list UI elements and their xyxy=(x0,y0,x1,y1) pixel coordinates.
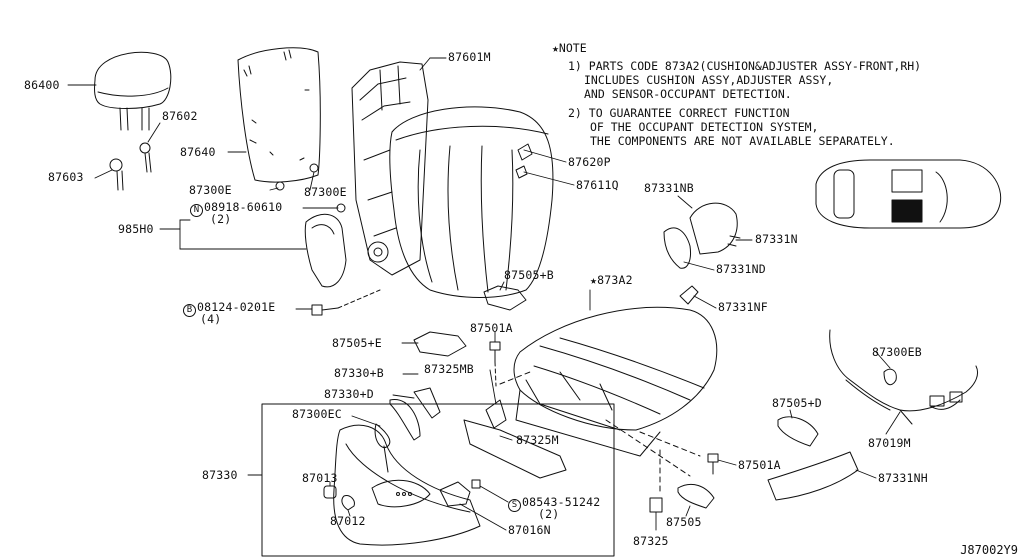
n-circle-icon: N xyxy=(190,204,203,217)
part-label-87601m: 87601M xyxy=(448,50,491,64)
finisher-87331nh xyxy=(767,451,859,501)
side-shield xyxy=(333,424,481,546)
part-label-87505b: 87505+B xyxy=(504,268,554,282)
strap-87300ec xyxy=(374,423,391,473)
bracket-87505b xyxy=(483,285,527,311)
switch-87016n xyxy=(439,481,471,507)
part-label-87501a-a: 87501A xyxy=(470,321,513,335)
seat-cushion xyxy=(513,306,718,457)
part-label-87325mb: 87325MB xyxy=(424,362,474,376)
note-line-4: 2) TO GUARANTEE CORRECT FUNCTION xyxy=(568,106,790,120)
qty-label-2b: (2) xyxy=(538,507,560,521)
car-position-icon xyxy=(815,159,1002,229)
part-number-08124: 08124-0201E xyxy=(197,300,276,314)
part-label-87325: 87325 xyxy=(633,534,669,548)
b-circle-icon: B xyxy=(183,304,196,317)
note-line-2: INCLUDES CUSHION ASSY,ADJUSTER ASSY, xyxy=(584,73,834,87)
part-label-87330d: 87330+D xyxy=(324,387,374,401)
part-label-87300eb: 87300EB xyxy=(872,345,922,359)
part-label-87640: 87640 xyxy=(180,145,216,159)
note-line-3: AND SENSOR-OCCUPANT DETECTION. xyxy=(584,87,792,101)
qty-label-2a: (2) xyxy=(210,212,232,226)
part-label-87331n: 87331N xyxy=(755,232,798,246)
part-label-87019m: 87019M xyxy=(868,436,911,450)
clip-87325 xyxy=(649,497,663,513)
headrest-guides xyxy=(109,142,152,191)
part-label-87300ec: 87300EC xyxy=(292,407,342,421)
part-label-87300e-a: 87300E xyxy=(189,183,232,197)
part-label-87013: 87013 xyxy=(302,471,338,485)
cover-87325m xyxy=(463,419,567,479)
back-board xyxy=(237,47,321,183)
part-label-87325m: 87325M xyxy=(516,433,559,447)
part-label-87620p: 87620P xyxy=(568,155,611,169)
trim-87330d xyxy=(389,399,421,441)
bracket-87505e xyxy=(413,331,467,357)
part-label-87611q: 87611Q xyxy=(576,178,619,192)
cover-87331nf xyxy=(679,285,699,305)
assembly-lines xyxy=(499,371,701,495)
part-label-87331nh: 87331NH xyxy=(878,471,928,485)
side-shield-box xyxy=(261,403,615,557)
bolt xyxy=(311,289,381,316)
wire-harness xyxy=(829,329,979,425)
cover-87325mb xyxy=(485,399,507,429)
part-label-87602: 87602 xyxy=(162,109,198,123)
bracket-87505d xyxy=(777,416,819,447)
part-label-87331nb: 87331NB xyxy=(644,181,694,195)
part-label-87330b: 87330+B xyxy=(334,366,384,380)
note-line-6: THE COMPONENTS ARE NOT AVAILABLE SEPARAT… xyxy=(590,134,895,148)
part-label-87330: 87330 xyxy=(202,468,238,482)
qty-label-4: (4) xyxy=(200,312,222,326)
seat-back xyxy=(351,61,554,298)
leader-lines xyxy=(67,57,901,531)
part-label-873a2: ★873A2 xyxy=(590,273,633,287)
knob-87012 xyxy=(341,495,355,511)
part-number-08918: 08918-60610 xyxy=(204,200,283,214)
headrest xyxy=(94,51,172,131)
note-line-5: OF THE OCCUPANT DETECTION SYSTEM, xyxy=(590,120,819,134)
part-label-87505e: 87505+E xyxy=(332,336,382,350)
part-label-87012: 87012 xyxy=(330,514,366,528)
bolt-87501a-lower xyxy=(707,453,719,475)
side-airbag-panel xyxy=(304,213,347,288)
part-label-87501a-b: 87501A xyxy=(738,458,781,472)
part-label-87300e-b: 87300E xyxy=(304,185,347,199)
part-label-86400: 86400 xyxy=(24,78,60,92)
screw-08543 xyxy=(471,479,481,489)
part-label-985h0: 985H0 xyxy=(118,222,154,236)
bracket-87505 xyxy=(677,483,715,509)
s-circle-icon: S xyxy=(508,499,521,512)
part-label-87603: 87603 xyxy=(48,170,84,184)
recliner-cover xyxy=(663,202,741,269)
part-label-87505d: 87505+D xyxy=(772,396,822,410)
note-title: ★NOTE xyxy=(552,41,587,55)
part-number-08543: 08543-51242 xyxy=(522,495,601,509)
diagram-code: J87002Y9 xyxy=(960,543,1018,557)
part-label-87331nf: 87331NF xyxy=(718,300,768,314)
part-label-87016n: 87016N xyxy=(508,523,551,537)
part-label-87331nd: 87331ND xyxy=(716,262,766,276)
part-label-87505: 87505 xyxy=(666,515,702,529)
trim-87330b xyxy=(413,387,441,419)
note-line-1: 1) PARTS CODE 873A2(CUSHION&ADJUSTER ASS… xyxy=(568,59,922,73)
